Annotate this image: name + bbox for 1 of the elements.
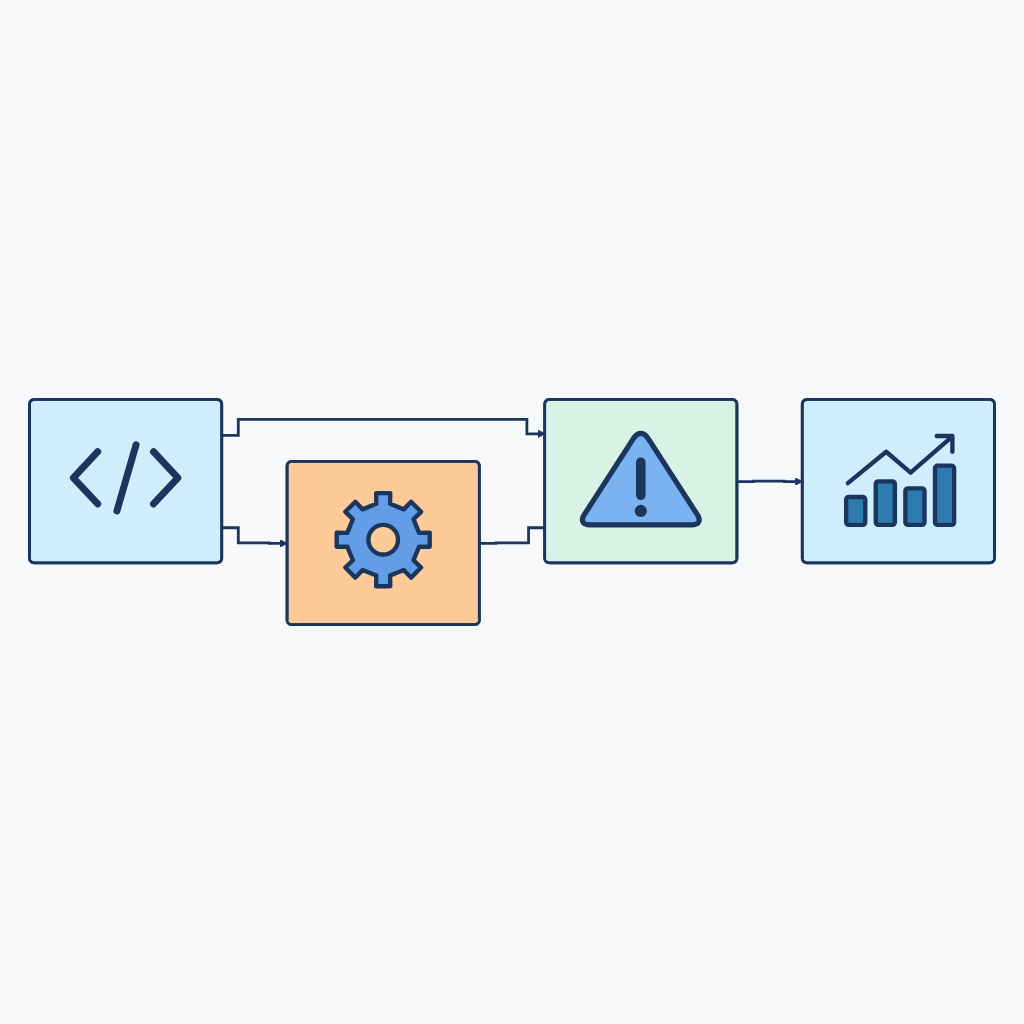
arrow — [222, 526, 288, 548]
